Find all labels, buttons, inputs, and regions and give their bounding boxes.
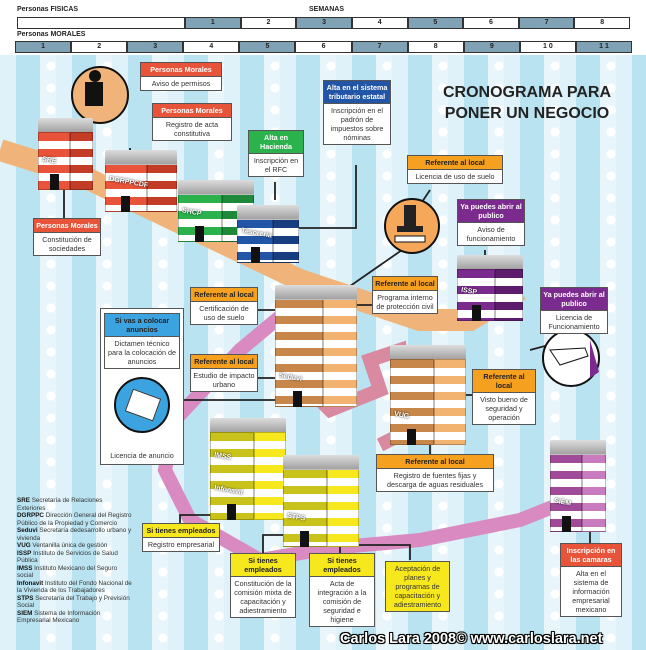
building-issp: ISSP xyxy=(457,255,523,321)
week-cell: 7 xyxy=(351,41,408,53)
week-cell: 1 xyxy=(185,17,241,29)
licencia-anuncio-label: Licencia de anuncio xyxy=(110,451,174,460)
legend-key: DGRPPC xyxy=(17,512,44,519)
legend-value: Sistema de Información Empresarial Mexic… xyxy=(17,609,101,625)
building-siem: SIEM xyxy=(550,440,606,532)
legend-key: ISSP xyxy=(17,549,32,557)
legend-value: Dirección General del Registro Público d… xyxy=(17,512,132,527)
legend-item: IMSS Instituto Mexicano del Seguro socia… xyxy=(17,565,132,580)
week-cell: 1 xyxy=(15,41,72,53)
morales-label: Personas MORALES xyxy=(17,31,86,38)
title-line: CRONOGRAMA PARA xyxy=(443,84,611,101)
building-shcp: SHCP xyxy=(178,180,254,242)
legend-value: Ventanilla única de gestión xyxy=(32,542,108,549)
week-cell: 1 0 xyxy=(519,41,576,53)
week-cell: 4 xyxy=(351,17,408,29)
fisicas-label: Personas FISICAS xyxy=(17,6,79,13)
legend-item: VUG Ventanilla única de gestión xyxy=(17,542,132,550)
week-cell: 1 1 xyxy=(575,41,633,53)
dot-column xyxy=(494,55,504,650)
semanas-label: SEMANAS xyxy=(309,6,345,13)
legend-item: SRE Secretaría de Relaciones Exteriores xyxy=(17,497,132,512)
legend-key: Seduvi xyxy=(17,527,38,534)
legend-item: DGRPPC Dirección General del Registro Pú… xyxy=(17,512,132,527)
legend-value: Instituto Mexicano del Seguro social xyxy=(17,564,118,580)
legend-key: Infonavit xyxy=(17,579,44,587)
week-cell: 6 xyxy=(463,17,519,29)
legend-key: SRE xyxy=(17,497,30,504)
legend-item: STPS Secretaría del Trabajo y Previsión … xyxy=(17,595,132,610)
sign-icon xyxy=(114,377,170,433)
legend-key: SIEM xyxy=(17,609,33,617)
building-sre: SRE xyxy=(38,118,93,190)
legend-item: SIEM Sistema de Información Empresarial … xyxy=(17,610,132,625)
week-cell: 8 xyxy=(407,41,464,53)
dot-column xyxy=(46,55,56,650)
building-stps: STPS xyxy=(283,455,359,547)
watermark: Carlos Lara 2008© www.carloslara.net xyxy=(340,631,603,647)
morales-weeks-row: 1 2 3 4 5 6 7 8 9 1 0 1 1 xyxy=(15,41,633,53)
legend-value: Instituto del Fondo Nacional de la Vivie… xyxy=(17,579,132,595)
legend-key: STPS xyxy=(17,594,34,602)
box-planes-capacitacion: Aceptación de planes y programas de capa… xyxy=(385,561,450,612)
building-vug: VUG xyxy=(390,345,466,445)
legend-value: Secretaría dedesarrollo urbano y viviend… xyxy=(17,527,132,542)
fisicas-weeks-row: 1 2 3 4 5 6 7 8 xyxy=(17,17,630,29)
legend-value: Secretaría del Trabajo y Previsión Socia… xyxy=(17,594,130,610)
week-cell: 3 xyxy=(127,41,184,53)
legend-item: Infonavit Instituto del Fondo Nacional d… xyxy=(17,580,132,595)
building-dgrppc: DGRPPCDF xyxy=(105,150,177,212)
title-line: PONER UN NEGOCIO xyxy=(444,105,610,122)
legend-item: ISSP Instituto de Servicios de Salud Púb… xyxy=(17,550,132,565)
legend-item: Seduvi Secretaría dedesarrollo urbano y … xyxy=(17,527,132,542)
legend-key: VUG xyxy=(17,542,31,549)
page-title: CRONOGRAMA PARA PONER UN NEGOCIO xyxy=(432,82,622,124)
week-cell: 6 xyxy=(295,41,352,53)
building-seduvi: Seduvi xyxy=(275,285,357,407)
week-cell: 3 xyxy=(296,17,352,29)
fisicas-blank-cell xyxy=(17,17,185,29)
week-cell: 5 xyxy=(239,41,296,53)
legend-value: Secretaría de Relaciones Exteriores xyxy=(17,497,103,512)
stamp-icon xyxy=(384,198,440,254)
week-cell: 4 xyxy=(183,41,240,53)
week-cell: 5 xyxy=(407,17,464,29)
person-at-desk-icon xyxy=(71,66,129,124)
week-cell: 8 xyxy=(574,17,630,29)
week-cell: 2 xyxy=(71,41,128,53)
dot-column xyxy=(214,55,224,650)
week-cell: 9 xyxy=(463,41,520,53)
dot-column xyxy=(606,55,616,650)
week-cell: 2 xyxy=(240,17,297,29)
legend-value: Instituto de Servicios de Salud Pública xyxy=(17,549,118,565)
legend-key: IMSS xyxy=(17,564,33,572)
week-cell: 7 xyxy=(518,17,575,29)
building-tesoreria: Tesorería xyxy=(237,205,299,263)
pointing-hand-icon xyxy=(542,329,600,387)
